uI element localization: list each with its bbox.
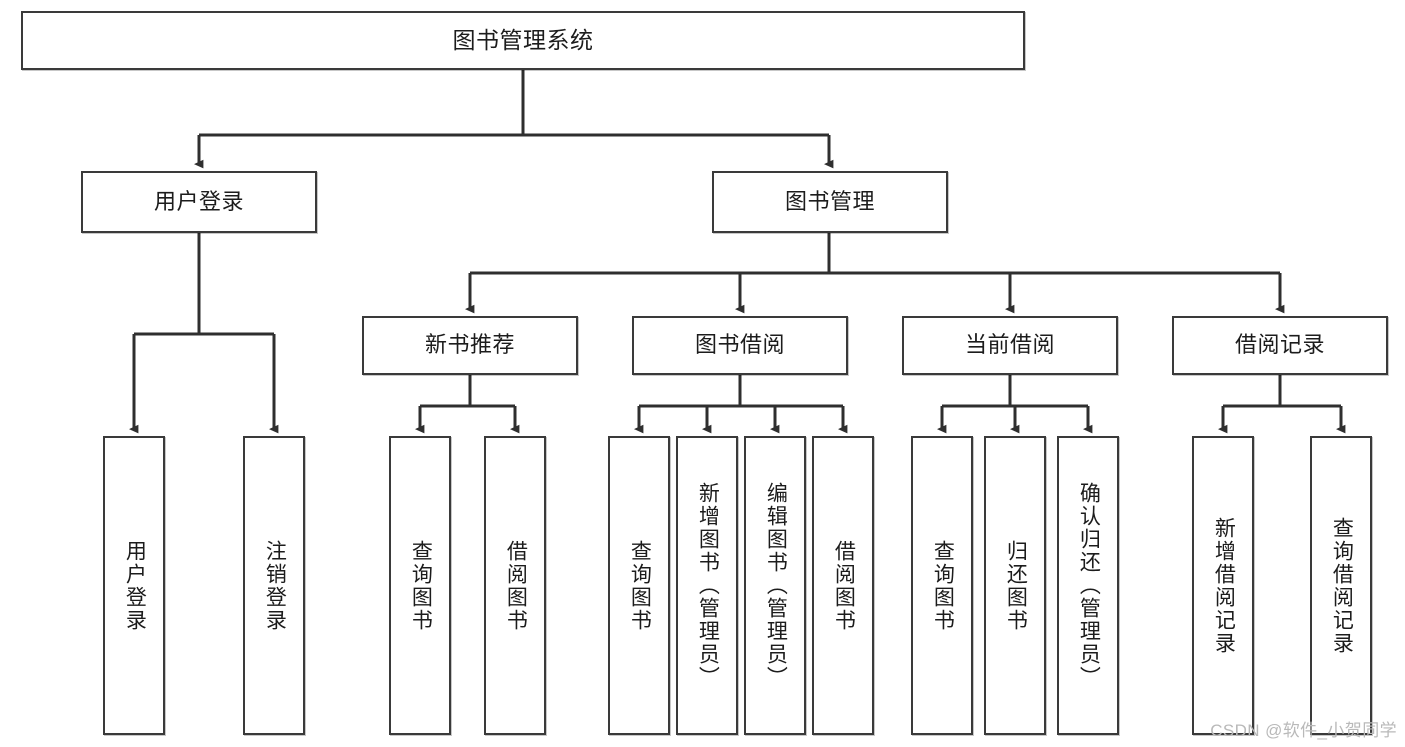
node-label: 借阅记录 [1234,332,1325,358]
node-label: 当前借阅 [964,332,1055,358]
node-user-login[interactable]: 用户登录 [81,171,317,233]
node-label: 图书管理系统 [452,26,594,53]
node-leaf-user-login[interactable]: 用户登录 [103,436,165,735]
node-label: 新增借阅记录 [1212,516,1236,655]
node-leaf-query-borrow-record[interactable]: 查询借阅记录 [1310,436,1372,735]
node-label: 新增图书（管理员） [696,482,720,689]
node-label: 查询借阅记录 [1330,516,1354,655]
node-leaf-borrow-book-recommend[interactable]: 借阅图书 [484,436,546,735]
node-leaf-borrow-book[interactable]: 借阅图书 [812,436,874,735]
watermark-text: CSDN @软件_小贺同学 [1210,721,1397,740]
node-label: 用户登录 [153,188,244,214]
node-label: 注销登录 [263,539,287,632]
node-leaf-query-book-current[interactable]: 查询图书 [911,436,973,735]
node-label: 确认归还（管理员） [1077,482,1101,689]
node-leaf-query-book-borrow[interactable]: 查询图书 [608,436,670,735]
node-label: 图书管理 [784,188,875,214]
node-label: 编辑图书（管理员） [764,482,788,689]
node-label: 借阅图书 [832,539,856,632]
node-label: 用户登录 [123,539,147,632]
node-root-system[interactable]: 图书管理系统 [21,11,1025,70]
node-book-borrow[interactable]: 图书借阅 [632,316,848,375]
node-leaf-logout-login[interactable]: 注销登录 [243,436,305,735]
node-label: 新书推荐 [424,332,515,358]
node-borrow-record[interactable]: 借阅记录 [1172,316,1388,375]
node-leaf-edit-book-admin[interactable]: 编辑图书（管理员） [744,436,806,735]
node-label: 图书借阅 [694,332,785,358]
node-current-borrow[interactable]: 当前借阅 [902,316,1118,375]
node-label: 借阅图书 [504,539,528,632]
node-label: 查询图书 [628,539,652,632]
node-leaf-add-book-admin[interactable]: 新增图书（管理员） [676,436,738,735]
node-leaf-confirm-return-admin[interactable]: 确认归还（管理员） [1057,436,1119,735]
node-label: 查询图书 [409,539,433,632]
node-leaf-return-book[interactable]: 归还图书 [984,436,1046,735]
node-new-book-recommend[interactable]: 新书推荐 [362,316,578,375]
node-label: 归还图书 [1004,539,1028,632]
node-label: 查询图书 [931,539,955,632]
node-leaf-query-book-recommend[interactable]: 查询图书 [389,436,451,735]
node-book-management[interactable]: 图书管理 [712,171,948,233]
node-leaf-add-borrow-record[interactable]: 新增借阅记录 [1192,436,1254,735]
